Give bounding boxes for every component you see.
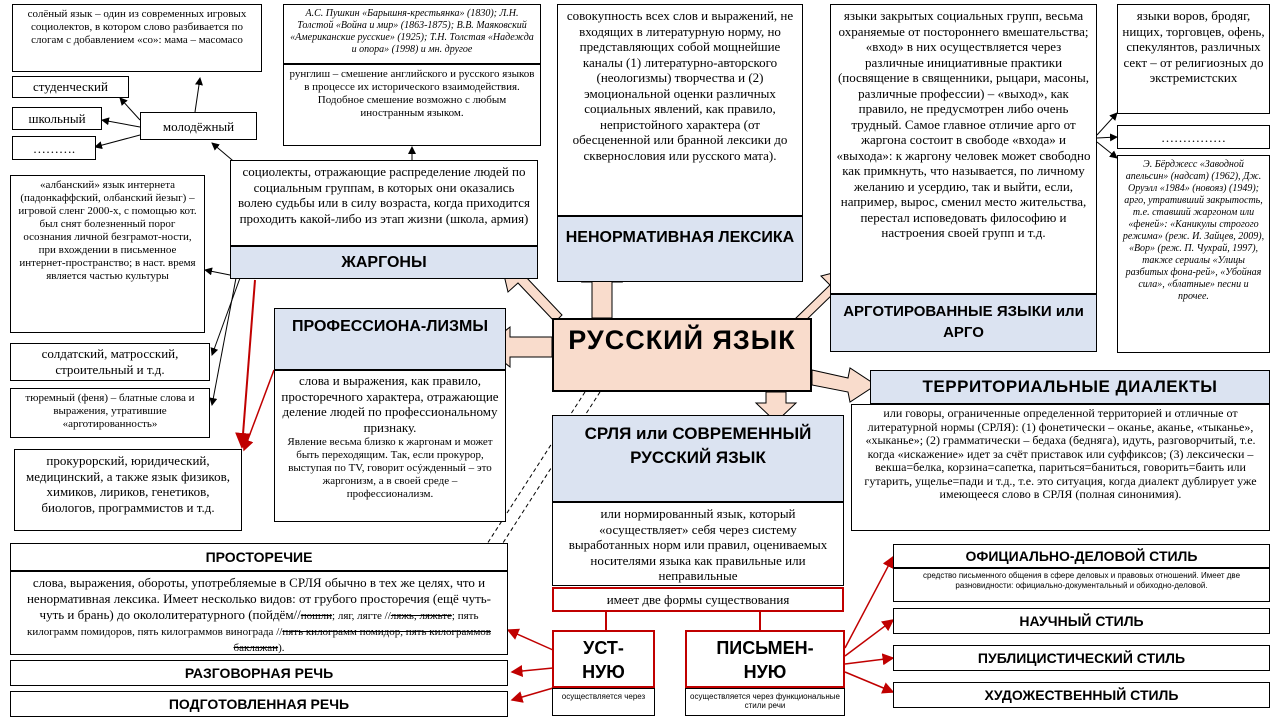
vernacular-text-c: ; пять килограмм помидоров, пять килогра… — [27, 610, 479, 638]
oral-note-text: осуществляется через — [561, 692, 646, 701]
runglish-box: рунглиш – смешение английского и русског… — [283, 64, 541, 146]
srlya-title: СРЛЯ или СОВРЕМЕННЫЙ РУССКИЙ ЯЗЫК — [584, 424, 812, 467]
argot-definition-box: языки закрытых социальных групп, весьма … — [830, 4, 1097, 294]
colloquial-speech-box: РАЗГОВОРНАЯ РЕЧЬ — [10, 660, 508, 686]
scientific-style-box: НАУЧНЫЙ СТИЛЬ — [893, 608, 1270, 634]
thieves-box: языки воров, бродяг, нищих, торговцев, о… — [1117, 4, 1270, 114]
srlya-forms-text: имеет две формы существования — [606, 592, 790, 607]
oral-note-box: осуществляется через — [552, 688, 655, 716]
prison-text: тюремный (феня) – блатные слова и выраже… — [25, 392, 195, 430]
oral-form-title: УСТ-НУЮ — [582, 638, 625, 682]
nonnormative-definition: совокупность всех слов и выражений, не в… — [566, 8, 794, 163]
dots-text: ………. — [32, 141, 76, 156]
professional-note: Явление весьма близко к жаргонам и может… — [287, 436, 493, 500]
vernacular-definition-box: слова, выражения, обороты, употребляемые… — [10, 571, 508, 655]
prison-box: тюремный (феня) – блатные слова и выраже… — [10, 388, 210, 438]
youth-box: молодёжный — [140, 112, 257, 140]
official-style-box: ОФИЦИАЛЬНО-ДЕЛОВОЙ СТИЛЬ — [893, 544, 1270, 568]
dots-box: ………. — [12, 136, 96, 160]
vernacular-strike-3: пять килограмм помидор, пять килограммов… — [233, 626, 492, 654]
jargon-header: ЖАРГОНЫ — [230, 246, 538, 279]
dialects-title: ТЕРРИТОРИАЛЬНЫЕ ДИАЛЕКТЫ — [922, 377, 1218, 396]
literature-refs-box: А.С. Пушкин «Барышня-крестьянка» (1830);… — [283, 4, 541, 64]
dialects-header: ТЕРРИТОРИАЛЬНЫЕ ДИАЛЕКТЫ — [870, 370, 1270, 404]
srlya-definition-box: или нормированный язык, который «осущест… — [552, 502, 844, 586]
albanian-box: «албанский» язык интернета (падонкаффски… — [10, 175, 205, 333]
argot-dots-box: …………… — [1117, 125, 1270, 149]
vernacular-header: ПРОСТОРЕЧИЕ — [10, 543, 508, 571]
vernacular-strike-2: ляжь, ляжьте — [390, 610, 452, 622]
publicistic-style-title: ПУБЛИЦИСТИЧЕСКИЙ СТИЛЬ — [977, 650, 1186, 666]
center-title: РУССКИЙ ЯЗЫК — [568, 325, 796, 355]
nonnormative-header: НЕНОРМАТИВНАЯ ЛЕКСИКА — [557, 216, 803, 282]
written-form-title: ПИСЬМЕН-НУЮ — [716, 638, 814, 682]
oral-form-box: УСТ-НУЮ — [552, 630, 655, 688]
vernacular-text-b: ; ляг, лягте // — [332, 610, 391, 622]
srlya-header: СРЛЯ или СОВРЕМЕННЫЙ РУССКИЙ ЯЗЫК — [552, 415, 844, 502]
student-text: студенческий — [33, 79, 108, 94]
dialects-definition-box: или говоры, ограниченные определенной те… — [851, 404, 1270, 531]
written-note-box: осуществляется через функциональные стил… — [685, 688, 845, 716]
nonnormative-definition-box: совокупность всех слов и выражений, не в… — [557, 4, 803, 216]
vernacular-strike-1: пошли — [300, 610, 333, 622]
literature-refs-text: А.С. Пушкин «Барышня-крестьянка» (1830);… — [290, 8, 534, 55]
prepared-speech-box: ПОДГОТОВЛЕННАЯ РЕЧЬ — [10, 691, 508, 717]
youth-text: молодёжный — [162, 119, 235, 134]
salty-language-box: солёный язык – один из современных игров… — [12, 4, 262, 72]
nonnormative-title: НЕНОРМАТИВНАЯ ЛЕКСИКА — [565, 229, 795, 246]
colloquial-speech-title: РАЗГОВОРНАЯ РЕЧЬ — [184, 665, 334, 681]
argot-title: АРГОТИРОВАННЫЕ ЯЗЫКИ или АРГО — [843, 303, 1084, 341]
written-form-box: ПИСЬМЕН-НУЮ — [685, 630, 845, 688]
vernacular-text-d: ). — [278, 642, 285, 654]
professional-examples-box: прокурорский, юридический, медицинский, … — [14, 449, 242, 531]
argot-definition: языки закрытых социальных групп, весьма … — [836, 8, 1091, 240]
vernacular-title: ПРОСТОРЕЧИЕ — [205, 549, 313, 565]
professional-header: ПРОФЕССИОНА-ЛИЗМЫ — [274, 308, 506, 370]
publicistic-style-box: ПУБЛИЦИСТИЧЕСКИЙ СТИЛЬ — [893, 645, 1270, 671]
argot-refs-text: Э. Бёрджесс «Заводной апельсин» (надсат)… — [1122, 159, 1265, 302]
artistic-style-title: ХУДОЖЕСТВЕННЫЙ СТИЛЬ — [984, 687, 1179, 703]
thieves-text: языки воров, бродяг, нищих, торговцев, о… — [1122, 8, 1265, 85]
center-node: РУССКИЙ ЯЗЫК — [552, 318, 812, 392]
srlya-forms-box: имеет две формы существования — [552, 587, 844, 612]
school-box: школьный — [12, 107, 102, 130]
soldier-box: солдатский, матросский, строительный и т… — [10, 343, 210, 381]
professional-definition-box: слова и выражения, как правило, просторе… — [274, 370, 506, 522]
dialects-definition: или говоры, ограниченные определенной те… — [864, 406, 1257, 501]
scientific-style-title: НАУЧНЫЙ СТИЛЬ — [1019, 613, 1144, 629]
professional-title: ПРОФЕССИОНА-ЛИЗМЫ — [292, 318, 488, 335]
jargon-title: ЖАРГОНЫ — [341, 254, 427, 271]
jargon-definition-box: социолекты, отражающие распределение люд… — [230, 160, 538, 246]
soldier-text: солдатский, матросский, строительный и т… — [41, 346, 179, 377]
albanian-text: «албанский» язык интернета (падонкаффски… — [18, 179, 197, 282]
official-style-note: средство письменного общения в сфере дел… — [922, 571, 1241, 590]
artistic-style-box: ХУДОЖЕСТВЕННЫЙ СТИЛЬ — [893, 682, 1270, 708]
jargon-definition: социолекты, отражающие распределение люд… — [237, 164, 531, 226]
argot-refs-box: Э. Бёрджесс «Заводной апельсин» (надсат)… — [1117, 155, 1270, 353]
vernacular-text-a: слова, выражения, обороты, употребляемые… — [26, 575, 492, 622]
written-note-text: осуществляется через функциональные стил… — [690, 692, 840, 710]
professional-examples: прокурорский, юридический, медицинский, … — [26, 453, 230, 515]
professional-definition: слова и выражения, как правило, просторе… — [281, 373, 499, 435]
school-text: школьный — [28, 111, 86, 126]
runglish-text: рунглиш – смешение английского и русског… — [289, 68, 535, 119]
srlya-definition: или нормированный язык, который «осущест… — [568, 506, 828, 583]
student-box: студенческий — [12, 76, 129, 98]
official-style-note-box: средство письменного общения в сфере дел… — [893, 568, 1270, 602]
official-style-title: ОФИЦИАЛЬНО-ДЕЛОВОЙ СТИЛЬ — [965, 548, 1198, 564]
argot-header: АРГОТИРОВАННЫЕ ЯЗЫКИ или АРГО — [830, 294, 1097, 352]
argot-dots-text: …………… — [1161, 130, 1226, 145]
prepared-speech-title: ПОДГОТОВЛЕННАЯ РЕЧЬ — [168, 696, 350, 712]
salty-language-text: солёный язык – один из современных игров… — [27, 8, 247, 46]
